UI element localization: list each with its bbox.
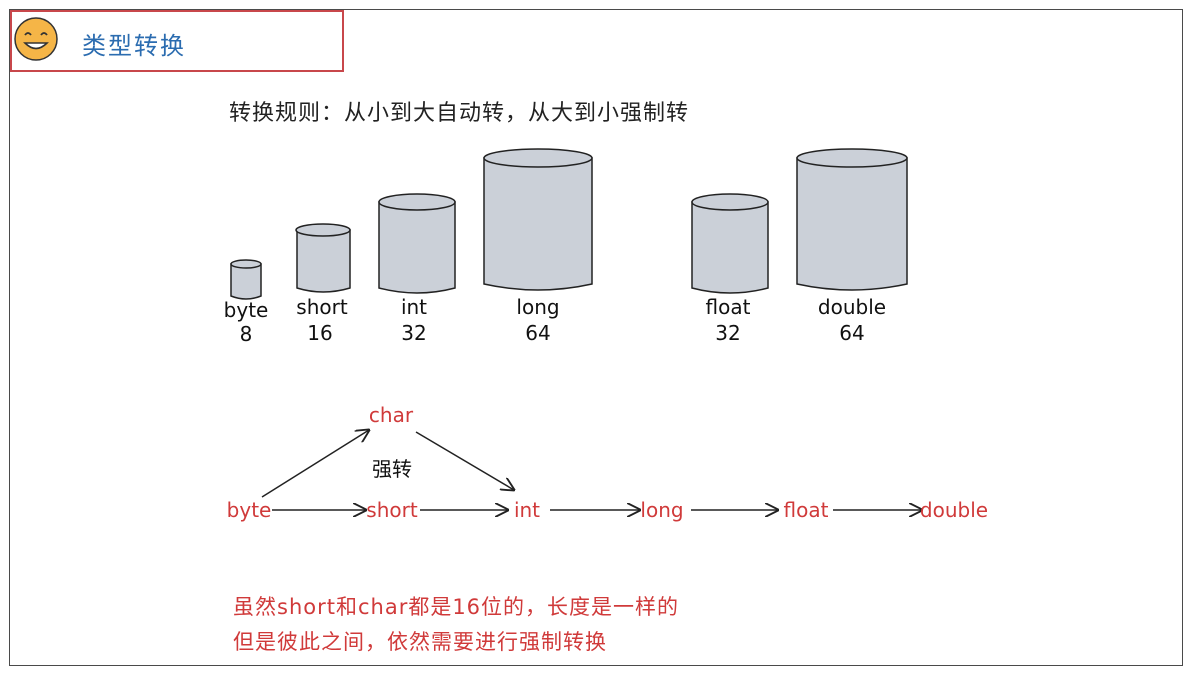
conversion-rule: 转换规则：从小到大自动转，从大到小强制转 (229, 101, 690, 126)
container-bits-long: 64 (525, 321, 550, 345)
node-short: short (366, 498, 418, 522)
page-title: 类型转换 (82, 32, 186, 60)
container-type-short: short (296, 295, 348, 319)
node-char: char (369, 403, 414, 427)
node-int: int (514, 498, 540, 522)
node-double: double (920, 498, 988, 522)
note-line-1: 虽然short和char都是16位的，长度是一样的 (233, 595, 680, 619)
cylinder-long (483, 148, 593, 291)
cast-label: 强转 (372, 457, 412, 481)
container-type-long: long (516, 295, 559, 319)
node-float: float (784, 498, 829, 522)
container-bits-double: 64 (839, 321, 864, 345)
container-bits-float: 32 (715, 321, 740, 345)
container-type-double: double (818, 295, 886, 319)
container-bits-short: 16 (307, 321, 332, 345)
note-line-2: 但是彼此之间，依然需要进行强制转换 (233, 630, 607, 654)
smiley-icon (14, 17, 58, 61)
canvas-frame (9, 9, 1183, 666)
cylinder-byte (230, 259, 262, 300)
container-type-byte: byte (224, 298, 269, 322)
container-bits-int: 32 (401, 321, 426, 345)
cylinder-float (691, 193, 769, 294)
container-type-float: float (706, 295, 751, 319)
cylinder-short (295, 223, 351, 293)
cylinder-double (796, 148, 908, 291)
container-type-int: int (401, 295, 427, 319)
cylinder-int (378, 193, 456, 294)
node-long: long (640, 498, 683, 522)
arrow-byte-char (261, 430, 369, 498)
title-box (10, 10, 344, 72)
container-bits-byte: 8 (240, 322, 253, 346)
node-byte: byte (227, 498, 272, 522)
arrow-char-int (415, 431, 514, 490)
